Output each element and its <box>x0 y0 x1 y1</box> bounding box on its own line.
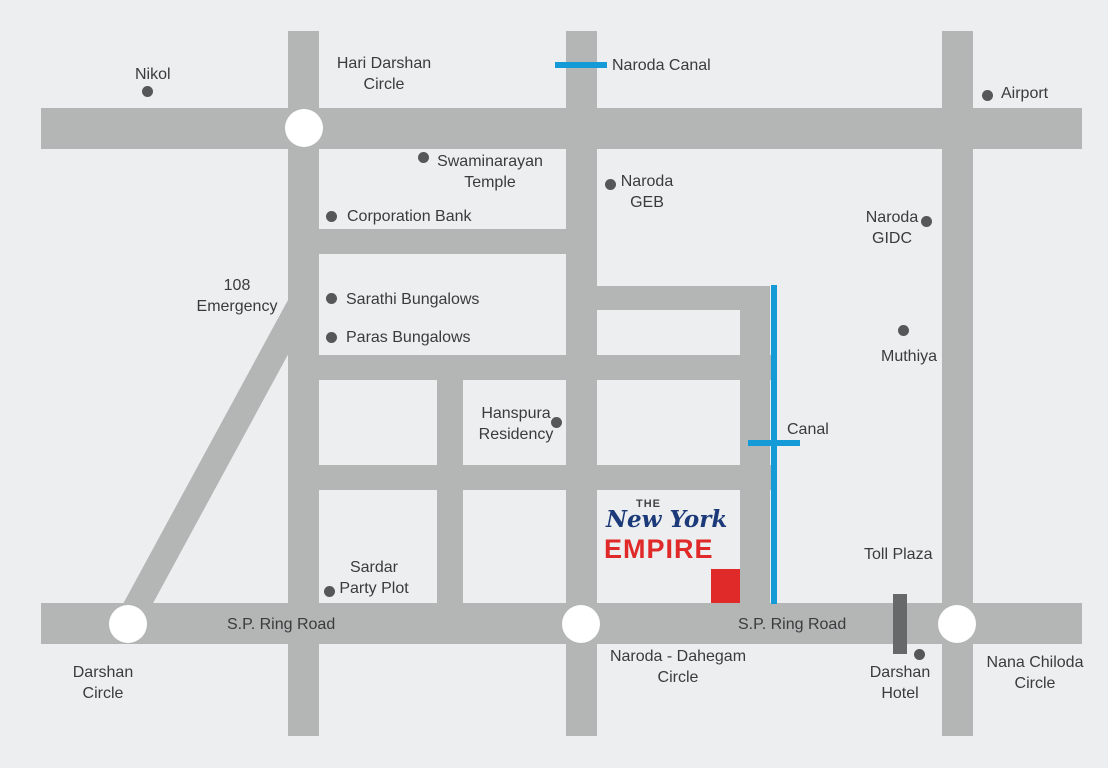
sardar-dot <box>324 586 335 597</box>
project-location-marker <box>711 569 740 603</box>
logo-the: THE <box>636 498 661 510</box>
sardar-label: Sardar Party Plot <box>339 559 409 597</box>
darshan-junction <box>109 605 147 643</box>
airport-dot <box>982 90 993 101</box>
top-main-road <box>41 108 1082 149</box>
canal-label: Canal <box>787 421 829 438</box>
naroda-gidc-dot <box>921 216 932 227</box>
hanspura-road <box>303 465 771 490</box>
naroda-dahegam-label: Naroda - Dahegam Circle <box>609 648 747 686</box>
sarathi-dot <box>326 293 337 304</box>
corporation-bank-road <box>303 229 567 254</box>
hari-darshan-road <box>288 31 319 736</box>
emergency-label: 108 Emergency <box>196 277 278 315</box>
nikol-label: Nikol <box>135 66 171 83</box>
paras-dot <box>326 332 337 343</box>
muthiya-label: Muthiya <box>881 348 938 365</box>
swaminarayan-label: Swaminarayan Temple <box>437 153 543 191</box>
hanspura-label: Hanspura Residency <box>478 405 554 443</box>
naroda-canal-label: Naroda Canal <box>612 57 711 74</box>
paras-label: Paras Bungalows <box>346 329 471 346</box>
logo-new-york: New York <box>606 506 728 533</box>
nana-chiloda-label: Nana Chiloda Circle <box>986 654 1084 692</box>
naroda-geb-dot <box>605 179 616 190</box>
inner-road-east <box>740 286 770 606</box>
naroda-dahegam-junction <box>562 605 600 643</box>
swaminarayan-dot <box>418 152 429 163</box>
nikol-dot <box>142 86 153 97</box>
logo-empire: EMPIRE <box>604 534 714 564</box>
hari-darshan-label: Hari Darshan Circle <box>336 55 432 93</box>
darshan-circle-label: Darshan Circle <box>72 664 134 702</box>
inner-road-west <box>437 380 463 605</box>
hari-darshan-junction <box>285 109 323 147</box>
paras-road <box>303 355 771 380</box>
naroda-geb-label: Naroda GEB <box>620 173 674 211</box>
toll-barrier <box>893 594 907 654</box>
sp-ring-road <box>41 603 1082 644</box>
canal-crossbar <box>748 440 800 446</box>
hanspura-dot <box>551 417 562 428</box>
nana-chiloda-junction <box>938 605 976 643</box>
airport-label: Airport <box>1001 85 1049 102</box>
muthiya-dot <box>898 325 909 336</box>
sp-ring-road-right-label: S.P. Ring Road <box>738 616 847 633</box>
naroda-gidc-label: Naroda GIDC <box>865 209 919 247</box>
darshan-hotel-label: Darshan Hotel <box>869 664 931 702</box>
sp-ring-road-left-label: S.P. Ring Road <box>227 616 336 633</box>
corporation-bank-label: Corporation Bank <box>347 208 472 225</box>
naroda-canal-line <box>555 62 607 68</box>
darshan-hotel-dot <box>914 649 925 660</box>
corporation-bank-dot <box>326 211 337 222</box>
toll-plaza-label: Toll Plaza <box>864 546 933 563</box>
sarathi-label: Sarathi Bungalows <box>346 291 480 308</box>
